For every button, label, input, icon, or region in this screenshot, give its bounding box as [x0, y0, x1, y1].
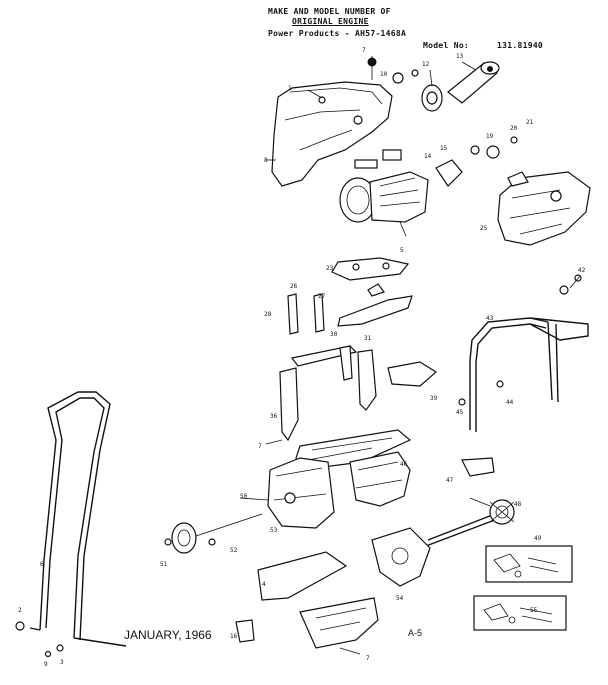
parts-kit-lower: [473, 595, 567, 631]
callout-numbers: 7 1 10 12 13 8 14 15 19 20 21 25 23 5 26…: [18, 47, 586, 668]
callout: 47: [446, 477, 454, 484]
engine: [339, 136, 518, 223]
callout: 20: [510, 125, 518, 132]
callout: 53: [270, 527, 278, 534]
callout: 2: [18, 607, 22, 614]
callout: 6: [40, 561, 44, 568]
callout: 25: [480, 225, 488, 232]
callout: 3: [60, 659, 64, 666]
model-number: 131.81940: [497, 41, 544, 50]
callout: 49: [534, 535, 542, 542]
impeller-chute: [235, 527, 431, 649]
side-belt-cover: [497, 171, 591, 246]
leader-lines: [239, 56, 581, 655]
callout: 36: [270, 413, 278, 420]
callout: 4: [262, 581, 266, 588]
callout: 9: [44, 661, 48, 668]
callout: 27: [318, 293, 326, 300]
callout: 12: [422, 61, 430, 68]
callout: 51: [160, 561, 168, 568]
callout: 52: [230, 547, 238, 554]
engine-mount-brackets: [331, 257, 413, 327]
header-engine-model: Power Products - AH57-1468A: [268, 29, 407, 38]
callout: 10: [380, 71, 388, 78]
engine-pulley-group: [367, 57, 500, 112]
callout: 43: [486, 315, 494, 322]
upper-belt-guard: [271, 81, 393, 187]
callout: 7: [366, 655, 370, 662]
callout: 54: [396, 595, 404, 602]
callout: 46: [400, 461, 408, 468]
callout: 13: [456, 53, 464, 60]
callout: 16: [230, 633, 238, 640]
footer-page-ref: A-5: [408, 628, 423, 638]
callout: 15: [440, 145, 448, 152]
chute-support-brackets: [279, 293, 438, 442]
callout: 42: [578, 267, 586, 274]
callout: 14: [424, 153, 432, 160]
callout: 8: [264, 157, 268, 164]
footer-date: JANUARY, 1966: [124, 628, 212, 642]
auger-shaft-sprocket: [425, 457, 515, 547]
callout: 5: [400, 247, 404, 254]
callout: 44: [506, 399, 514, 406]
callout: 50: [240, 493, 248, 500]
callout: 7: [258, 443, 262, 450]
callout: 30: [330, 331, 338, 338]
callout: 23: [326, 265, 334, 272]
auger-housing: [267, 429, 412, 529]
callout: 7: [362, 47, 366, 54]
callout: 28: [264, 311, 272, 318]
callout: 48: [514, 501, 522, 508]
header-make-model: MAKE AND MODEL NUMBER OF: [268, 7, 391, 16]
model-label: Model No:: [423, 41, 470, 50]
callout: 45: [456, 409, 464, 416]
callout: 55: [530, 607, 538, 614]
parts-kit-upper: [485, 545, 573, 583]
left-handle: [15, 391, 127, 658]
callout: 1: [288, 85, 292, 92]
callout: 19: [486, 133, 494, 140]
callout: 39: [430, 395, 438, 402]
wheel: [164, 513, 263, 554]
callout: 21: [526, 119, 534, 126]
callout: 26: [290, 283, 298, 290]
header-original-engine: ORIGINAL ENGINE: [292, 17, 369, 26]
right-handle-assembly: [458, 274, 589, 432]
callout: 31: [364, 335, 372, 342]
